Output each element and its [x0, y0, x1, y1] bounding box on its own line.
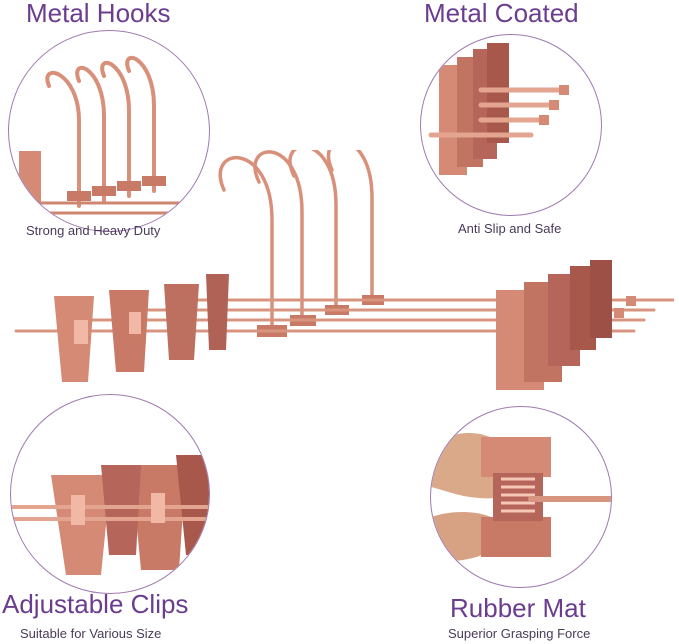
metal-coated-circle [420, 34, 602, 216]
metal-coated-illustration [428, 43, 569, 175]
adjustable-clips-illustration [11, 455, 209, 575]
adjustable-clips-circle [10, 394, 210, 594]
metal-coated-title: Metal Coated [424, 0, 579, 28]
rubber-mat-circle [430, 406, 612, 588]
adjustable-clips-title: Adjustable Clips [2, 589, 189, 619]
metal-hooks-subtitle: Strong and Heavy Duty [26, 223, 161, 238]
adjustable-clips-subtitle: Suitable for Various Size [20, 626, 162, 641]
metal-hooks-title: Metal Hooks [26, 0, 171, 28]
hanger-set-image [14, 150, 674, 390]
rubber-mat-illustration [431, 433, 611, 561]
rubber-mat-title: Rubber Mat [450, 593, 586, 623]
rubber-mat-subtitle: Superior Grasping Force [448, 626, 591, 641]
metal-coated-subtitle: Anti Slip and Safe [458, 221, 562, 236]
